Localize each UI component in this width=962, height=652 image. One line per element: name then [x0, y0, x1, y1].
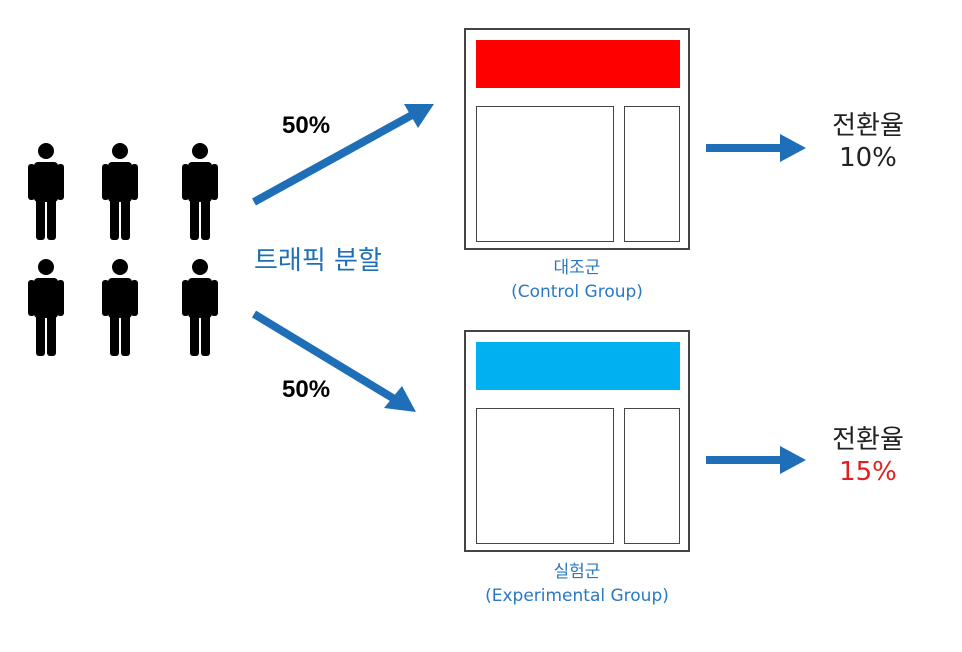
experimental-group-caption: 실험군 (Experimental Group) [444, 560, 710, 608]
upper-split-percent: 50% [282, 112, 331, 139]
experimental-group-subtitle: (Experimental Group) [485, 586, 669, 606]
person-icon [100, 258, 140, 358]
split-arrow-upper-icon [252, 104, 434, 206]
experimental-conversion: 전환율 15% [808, 424, 928, 488]
lower-split-percent: 50% [282, 376, 331, 403]
experimental-sidebar [624, 408, 680, 544]
control-banner [476, 40, 680, 88]
traffic-split-label: 트래픽 분할 [254, 246, 382, 276]
control-sidebar [624, 106, 680, 242]
result-arrow-experimental-icon [706, 446, 806, 474]
control-conversion: 전환율 10% [808, 110, 928, 174]
control-page-mockup [464, 28, 690, 250]
control-group-subtitle: (Control Group) [511, 282, 643, 302]
experimental-group-title: 실험군 [553, 562, 601, 582]
split-arrow-lower-icon [251, 310, 416, 412]
experimental-conversion-value: 15% [839, 457, 897, 487]
person-icon [26, 258, 66, 358]
experimental-banner [476, 342, 680, 390]
control-group-title: 대조군 [553, 258, 601, 278]
person-icon [100, 142, 140, 242]
person-icon [26, 142, 66, 242]
experimental-conversion-label: 전환율 [832, 425, 904, 455]
control-conversion-value: 10% [839, 143, 897, 173]
control-group-caption: 대조군 (Control Group) [464, 256, 690, 304]
result-arrow-control-icon [706, 134, 806, 162]
control-conversion-label: 전환율 [832, 111, 904, 141]
experimental-page-mockup [464, 330, 690, 552]
person-icon [180, 142, 220, 242]
control-main-content [476, 106, 614, 242]
experimental-main-content [476, 408, 614, 544]
person-icon [180, 258, 220, 358]
